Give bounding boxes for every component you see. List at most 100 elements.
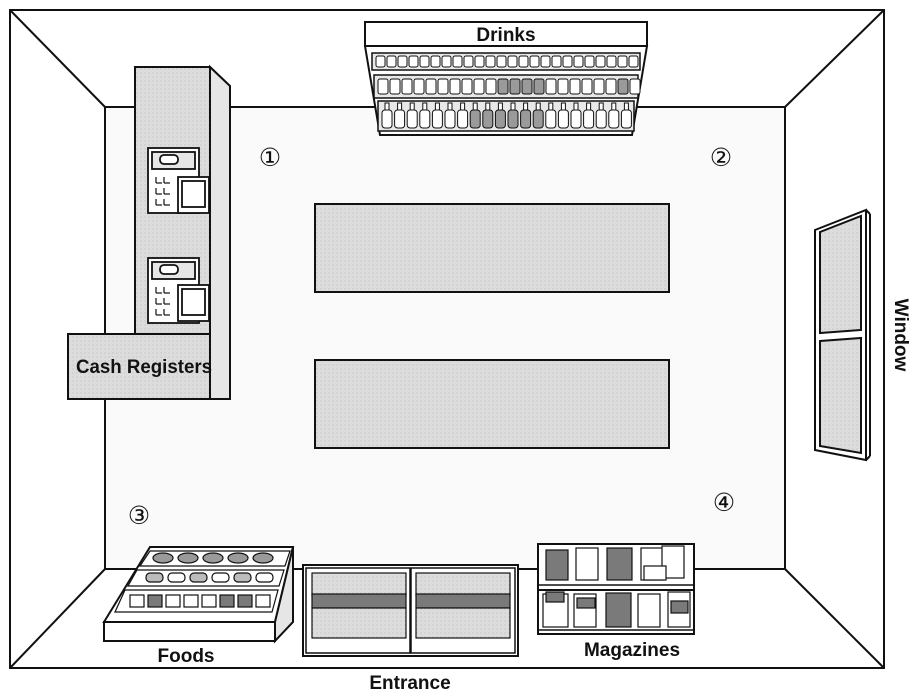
entrance-doors: Entrance	[302, 564, 519, 693]
drink-can	[628, 55, 639, 68]
drink-item	[449, 78, 461, 95]
drink-bottle	[507, 102, 519, 129]
drink-can	[485, 55, 496, 68]
drink-bottle	[520, 102, 532, 129]
drink-item	[581, 78, 593, 95]
drink-item	[473, 78, 485, 95]
drink-item	[401, 78, 413, 95]
drink-item	[413, 78, 425, 95]
drink-can	[408, 55, 419, 68]
drink-can	[496, 55, 507, 68]
drink-bottle	[557, 102, 569, 129]
drink-item	[509, 78, 521, 95]
drink-bottle	[482, 102, 494, 129]
position-marker-4: ④	[713, 488, 735, 517]
drink-item	[521, 78, 533, 95]
drink-can	[375, 55, 386, 68]
corner-line-top-left	[9, 9, 106, 108]
drink-item	[569, 78, 581, 95]
food-item	[129, 594, 145, 608]
drink-bottle	[431, 102, 443, 129]
foods-display: Foods	[102, 546, 295, 667]
magazines-rack: Magazines	[537, 543, 695, 661]
drink-can	[584, 55, 595, 68]
drink-can	[463, 55, 474, 68]
food-item	[233, 572, 252, 583]
drink-item	[389, 78, 401, 95]
drink-item	[593, 78, 605, 95]
cash-register-1	[147, 147, 210, 214]
food-item	[227, 552, 249, 564]
cash-register-2	[147, 257, 210, 324]
drink-can	[595, 55, 606, 68]
drink-bottle	[444, 102, 456, 129]
food-item	[211, 572, 230, 583]
food-item	[183, 594, 199, 608]
counter-front	[67, 333, 211, 400]
food-item	[147, 594, 163, 608]
food-item	[167, 572, 186, 583]
drinks-shelf: Drinks	[363, 21, 649, 136]
magazines-label: Magazines	[584, 640, 680, 661]
food-item	[145, 572, 164, 583]
food-item	[255, 594, 271, 608]
drink-bottle	[457, 102, 469, 129]
foods-label: Foods	[158, 646, 215, 667]
food-item	[219, 594, 235, 608]
drink-item	[629, 78, 641, 95]
position-marker-2: ②	[710, 143, 732, 172]
drink-bottle	[494, 102, 506, 129]
drink-can	[551, 55, 562, 68]
drink-bottle	[595, 102, 607, 129]
drink-item	[461, 78, 473, 95]
drink-can	[606, 55, 617, 68]
drink-can	[441, 55, 452, 68]
drink-can	[430, 55, 441, 68]
drink-item	[533, 78, 545, 95]
corner-line-bottom-left	[9, 568, 106, 669]
drink-bottle	[570, 102, 582, 129]
drink-bottle	[406, 102, 418, 129]
drink-bottle	[469, 102, 481, 129]
drinks-label: Drinks	[476, 25, 535, 46]
drink-can	[507, 55, 518, 68]
drink-can	[529, 55, 540, 68]
drink-can	[386, 55, 397, 68]
drink-can	[474, 55, 485, 68]
entrance-label: Entrance	[369, 673, 450, 693]
window: Window	[814, 208, 911, 462]
cash-registers-label: Cash Registers	[76, 357, 212, 378]
center-shelf-bottom	[314, 359, 670, 449]
drink-bottle	[532, 102, 544, 129]
position-marker-1: ①	[259, 143, 281, 172]
drinks-sign	[364, 21, 648, 47]
drink-bottle	[608, 102, 620, 129]
drink-item	[605, 78, 617, 95]
food-item	[165, 594, 181, 608]
corner-line-top-right	[784, 9, 885, 108]
drink-item	[425, 78, 437, 95]
drink-item	[557, 78, 569, 95]
drink-can	[573, 55, 584, 68]
window-label: Window	[890, 299, 911, 372]
corner-line-bottom-right	[784, 568, 885, 669]
drink-bottle	[381, 102, 393, 129]
drink-item	[485, 78, 497, 95]
drink-item	[617, 78, 629, 95]
drink-can	[518, 55, 529, 68]
drink-item	[545, 78, 557, 95]
drink-bottle	[394, 102, 406, 129]
center-shelf-top	[314, 203, 670, 293]
drink-can	[397, 55, 408, 68]
food-item	[152, 552, 174, 564]
drink-bottle	[583, 102, 595, 129]
drink-can	[540, 55, 551, 68]
food-item	[189, 572, 208, 583]
drink-can	[419, 55, 430, 68]
drink-can	[562, 55, 573, 68]
food-item	[255, 572, 274, 583]
food-item	[252, 552, 274, 564]
drink-item	[437, 78, 449, 95]
drink-can	[452, 55, 463, 68]
